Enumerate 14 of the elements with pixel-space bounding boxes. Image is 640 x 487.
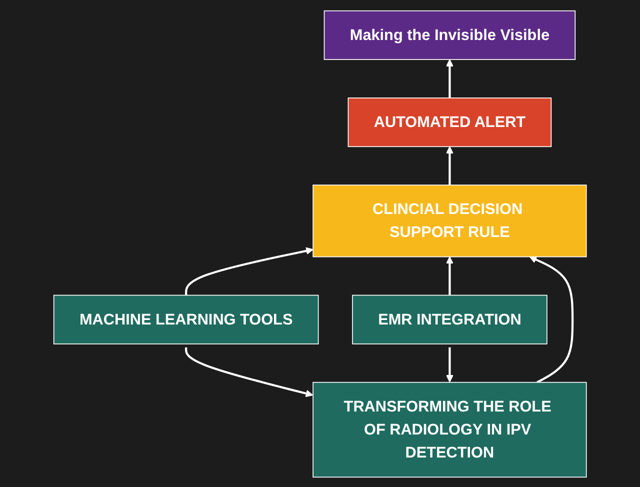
node-box [53, 294, 319, 344]
arrow [446, 146, 454, 185]
flowchart: Making the Invisible Visible AUTOMATED ALERT CLINCIAL DECISION SUPPORT RULE MACHINE LEARNING TOOLS EMR INTEGRATION TRANSFORMING THE ROLE OF RADIOLOGY IN IPV DETECTION [46, 4, 594, 484]
arrow [184, 346, 313, 397]
arrow [446, 346, 454, 382]
arrow [529, 256, 574, 383]
node-box [352, 294, 548, 344]
node-box [312, 381, 587, 478]
arrow [184, 246, 314, 295]
node-box [324, 10, 576, 60]
arrow [446, 58, 454, 98]
arrow [446, 256, 454, 295]
node-box [312, 184, 587, 257]
node-box [348, 97, 552, 147]
